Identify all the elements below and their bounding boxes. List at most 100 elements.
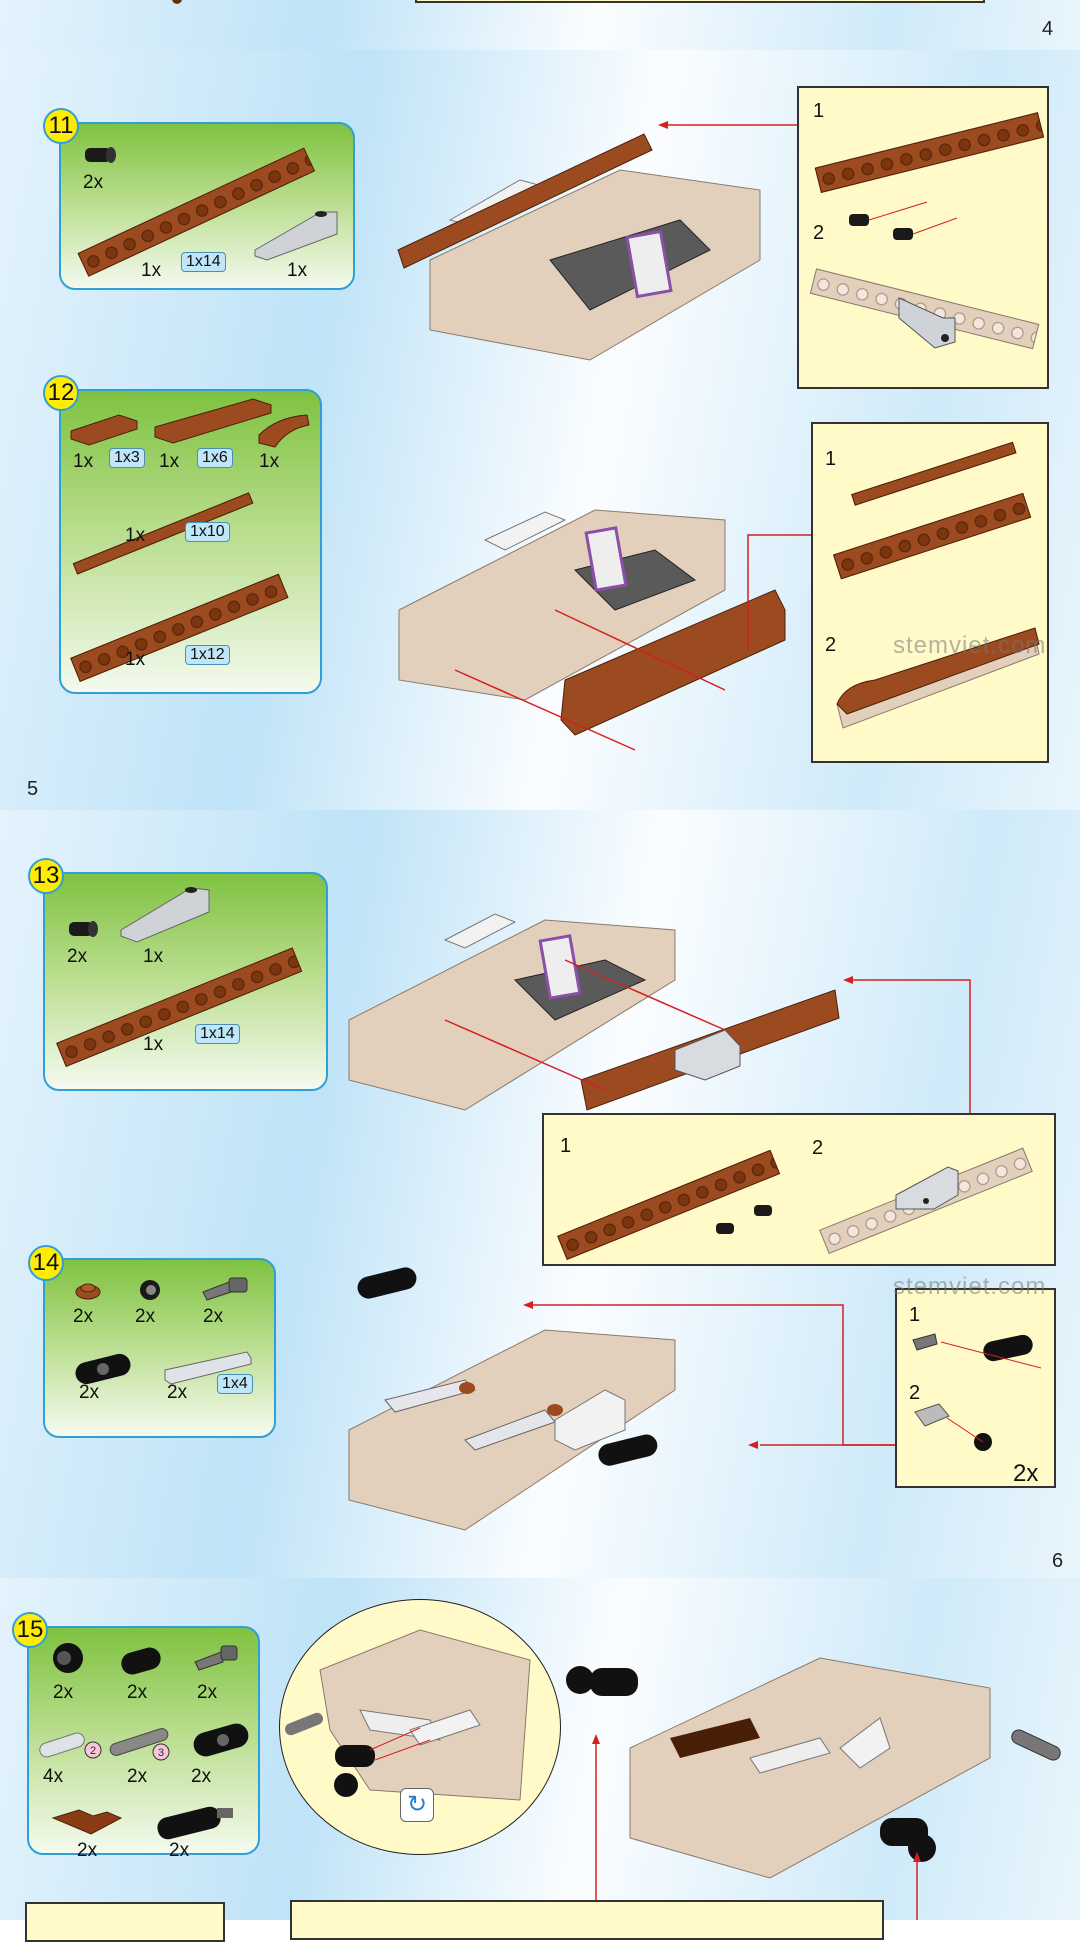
black-pin-icon xyxy=(69,921,98,937)
page-number: 5 xyxy=(27,778,39,800)
bottom-instruction-box xyxy=(290,1900,884,1940)
part-qty: 2x xyxy=(53,1682,74,1703)
red-connector-line xyxy=(747,534,811,650)
step-14-parts-box: 2x 2x 2x 2x 2x 1x4 xyxy=(43,1258,276,1438)
watermark: stemviet.com xyxy=(893,632,1047,659)
bottom-left-box xyxy=(25,1902,225,1942)
part-qty: 1x xyxy=(125,525,146,546)
part-qty: 1x xyxy=(159,451,180,472)
substep-label: 1 xyxy=(825,448,837,470)
part-size-label: 1x3 xyxy=(109,448,145,468)
page-4: 4 xyxy=(0,0,1080,50)
part-qty: 1x xyxy=(143,946,164,967)
part-qty: 2x xyxy=(127,1766,148,1787)
tan-beam-with-curved-slope-icon xyxy=(836,627,1040,729)
inset-qty: 2x xyxy=(1013,1460,1039,1487)
page-5: 11 2x 1x 1x14 1x 12 1x 1x3 1x 1x6 1x 1x … xyxy=(0,50,1080,810)
part-size-label: 1x10 xyxy=(185,522,230,542)
assembly-illustration-step-13 xyxy=(348,913,840,1111)
black-pin-icon xyxy=(849,201,958,240)
axle-pin-into-liftarm-icon xyxy=(912,1333,1042,1369)
dark-gray-axle-icon: 3 xyxy=(109,1728,170,1761)
brown-stud-icon xyxy=(172,0,182,4)
brown-plate-icon xyxy=(851,441,1017,506)
step-badge: 14 xyxy=(28,1245,64,1281)
step-badge: 13 xyxy=(28,858,64,894)
substep-label: 2 xyxy=(909,1382,921,1404)
axle-pin-into-bush-icon xyxy=(914,1403,992,1451)
step-badge: 12 xyxy=(43,375,79,411)
assembly-illustration-step-14 xyxy=(348,1267,676,1531)
page-number: 6 xyxy=(1052,1550,1064,1572)
substep-label: 1 xyxy=(813,100,825,122)
part-qty: 2x xyxy=(191,1766,212,1787)
part-qty: 2x xyxy=(67,946,88,967)
assembly-illustration-step-11 xyxy=(397,133,761,361)
part-qty: 1x xyxy=(125,649,146,670)
rotated-view-detail-circle: ↻ xyxy=(279,1599,561,1855)
page4-inset-box xyxy=(415,0,985,3)
detail-inset-4: 1 2 2x xyxy=(895,1288,1056,1488)
detail-inset-1: 1 2 xyxy=(797,86,1049,389)
step-13-parts-box: 2x 1x 1x 1x14 xyxy=(43,872,328,1091)
assembly-illustration-step-15 xyxy=(566,1657,1061,1879)
part-size-label: 1x14 xyxy=(181,252,226,272)
part-qty: 2x xyxy=(83,172,104,193)
step-badge: 11 xyxy=(43,108,79,144)
black-pin-icon xyxy=(716,1205,772,1234)
detail-inset-3: 1 2 xyxy=(542,1113,1056,1266)
gray-slope-icon xyxy=(895,1166,959,1210)
part-qty: 2x xyxy=(197,1682,218,1703)
part-qty: 2x xyxy=(77,1840,98,1861)
step-badge: 15 xyxy=(12,1612,48,1648)
step-15-parts-box: 2x 2x 2x 2 4x 3 2x 2x 2x 2x xyxy=(27,1626,260,1861)
brown-curved-slope-icon xyxy=(258,414,310,448)
black-wheel-icon xyxy=(53,1643,83,1673)
brown-round-plate-icon xyxy=(75,1283,101,1300)
part-qty: 2x xyxy=(203,1306,224,1327)
brown-corner-plate-icon xyxy=(51,1809,123,1835)
black-pin-icon xyxy=(85,147,116,163)
step-12-parts-box: 1x 1x3 1x 1x6 1x 1x 1x10 1x 1x12 xyxy=(59,389,322,694)
substep-label: 1 xyxy=(909,1304,921,1326)
part-size-label: 1x14 xyxy=(195,1024,240,1044)
part-qty: 2x xyxy=(79,1382,100,1403)
page-number: 4 xyxy=(1042,18,1054,40)
part-qty: 2x xyxy=(127,1682,148,1703)
assembly-rear-view xyxy=(285,1629,531,1801)
part-qty: 1x xyxy=(143,1034,164,1055)
substep-label: 2 xyxy=(812,1137,824,1159)
part-qty: 2x xyxy=(135,1306,156,1327)
substep-label: 2 xyxy=(825,634,837,656)
brown-technic-beam-icon xyxy=(832,492,1032,580)
axle-length: 2 xyxy=(90,1745,96,1757)
assembly-illustration-step-12 xyxy=(398,509,786,751)
part-size-label: 1x12 xyxy=(185,645,230,665)
gray-tile-icon xyxy=(164,1351,252,1385)
part-qty: 2x xyxy=(73,1306,94,1327)
black-liftarm-with-pin-icon xyxy=(157,1806,233,1840)
black-connector-icon xyxy=(121,1647,161,1675)
gray-slope-icon xyxy=(254,211,338,261)
gray-slope-icon xyxy=(898,297,956,349)
part-qty: 4x xyxy=(43,1766,64,1787)
substep-label: 1 xyxy=(560,1135,572,1157)
watermark: stemviet.com xyxy=(893,1273,1047,1300)
page-6: 13 2x 1x 1x 1x14 1 2 14 2x 2x 2x xyxy=(0,810,1080,1578)
substep-label: 2 xyxy=(813,222,825,244)
red-arrow xyxy=(658,121,797,129)
gray-axle-pin-icon xyxy=(194,1645,238,1671)
brown-tile-icon xyxy=(154,398,272,444)
part-qty: 2x xyxy=(167,1382,188,1403)
step-11-parts-box: 2x 1x 1x14 1x xyxy=(59,122,355,290)
part-qty: 1x xyxy=(287,260,308,281)
part-size-label: 1x4 xyxy=(217,1374,253,1394)
red-connector-line xyxy=(523,1301,895,1449)
part-qty: 1x xyxy=(259,451,280,472)
black-bush-icon xyxy=(140,1280,160,1300)
detail-inset-2: 1 2 xyxy=(811,422,1049,763)
part-qty: 1x xyxy=(73,451,94,472)
light-gray-axle-icon: 2 xyxy=(39,1732,102,1759)
gray-slope-icon xyxy=(120,887,210,943)
gray-axle-pin-icon xyxy=(202,1277,248,1301)
